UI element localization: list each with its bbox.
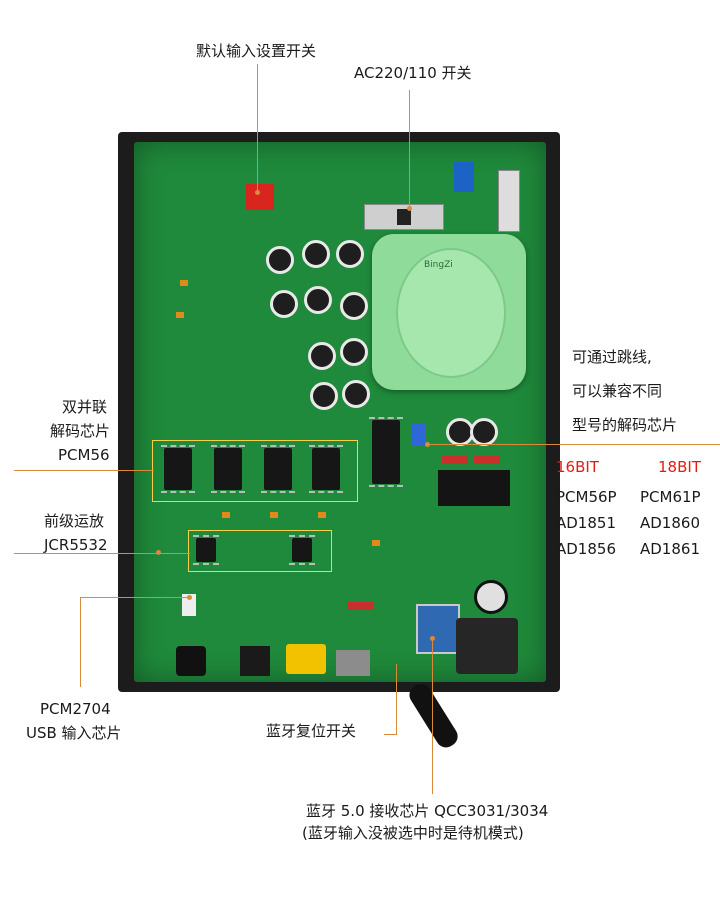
heatsink-regulators <box>438 470 510 506</box>
smd-pad <box>222 512 230 518</box>
dac-chip <box>211 445 245 493</box>
capacitor <box>470 418 498 446</box>
leader-dot <box>187 595 192 600</box>
leader-line-opamp <box>14 553 190 554</box>
capacitor <box>340 292 368 320</box>
opamp-highlight <box>188 530 332 572</box>
jumper-block <box>412 424 426 446</box>
smd-pad <box>176 312 184 318</box>
capacitor <box>270 290 298 318</box>
ac-voltage-switch <box>364 204 444 230</box>
opamp-chip <box>193 535 219 565</box>
chip-18bit-3: AD1861 <box>640 540 700 558</box>
capacitor <box>304 286 332 314</box>
leader-dot <box>255 190 260 195</box>
label-dual-parallel-2: 解码芯片 <box>50 422 111 440</box>
smd-pad <box>180 280 188 286</box>
blue-power-switch <box>454 162 474 192</box>
label-default-input-switch: 默认输入设置开关 <box>196 42 317 60</box>
chip-16bit-1: PCM56P <box>556 488 617 506</box>
label-dual-parallel-1: 双并联 <box>62 398 108 416</box>
label-ac-switch: AC220/110 开关 <box>354 64 472 82</box>
label-bt-note: (蓝牙输入没被选中时是待机模式) <box>302 824 524 842</box>
leader-dot <box>425 442 430 447</box>
transformer-core <box>396 248 506 378</box>
toroidal-transformer: BingZi <box>372 234 526 390</box>
leader-line-jumper <box>430 444 720 445</box>
bluetooth-module <box>416 604 460 654</box>
dac-chip <box>261 445 295 493</box>
capacitor <box>310 382 338 410</box>
capacitor <box>340 338 368 366</box>
label-preamp-opamp-2: JCR5532 <box>44 536 108 554</box>
output-jack <box>336 650 370 676</box>
chip-18bit-2: AD1860 <box>640 514 700 532</box>
chip-16bit-2: AD1851 <box>556 514 616 532</box>
label-dual-parallel-3: PCM56 <box>58 446 110 464</box>
leader-dot <box>156 550 161 555</box>
label-bt-reset: 蓝牙复位开关 <box>266 722 357 740</box>
dac-chip <box>161 445 195 493</box>
usb-port <box>176 646 206 676</box>
capacitor <box>308 342 336 370</box>
switch-knob <box>397 209 411 225</box>
leader-line-bt-reset <box>396 664 397 734</box>
chip-16bit-3: AD1856 <box>556 540 616 558</box>
leader-line-default-input <box>257 64 258 194</box>
capacitor <box>302 240 330 268</box>
capacitor <box>266 246 294 274</box>
dip-switch <box>246 184 274 210</box>
smd-pad <box>270 512 278 518</box>
leader-line-usb-vertical <box>80 597 81 687</box>
label-bt-receiver: 蓝牙 5.0 接收芯片 QCC3031/3034 <box>306 802 549 820</box>
smd-pad <box>372 540 380 546</box>
usb-connector <box>182 594 196 616</box>
leader-line-usb <box>80 597 190 598</box>
decoder-chip <box>369 417 403 487</box>
coaxial-jack <box>286 644 326 674</box>
fuse-holder <box>498 170 520 232</box>
leader-line-bt-receiver <box>432 640 433 794</box>
optical-port <box>240 646 270 676</box>
opamp-chip <box>289 535 315 565</box>
iec-power-socket <box>456 618 518 674</box>
label-jumper-note-2: 可以兼容不同 <box>572 382 663 400</box>
resistor <box>348 602 374 610</box>
leader-line-ac-switch <box>409 90 410 210</box>
label-usb-chip-2: USB 输入芯片 <box>26 724 122 742</box>
leader-line-dac-chips <box>14 470 154 471</box>
resistor <box>474 456 500 464</box>
leader-line-bt-reset-h <box>384 734 397 735</box>
leader-dot <box>430 636 435 641</box>
label-preamp-opamp-1: 前级运放 <box>44 512 105 530</box>
label-usb-chip-1: PCM2704 <box>40 700 111 718</box>
label-jumper-note-3: 型号的解码芯片 <box>572 416 678 434</box>
chip-18bit-1: PCM61P <box>640 488 701 506</box>
leader-dot <box>407 206 412 211</box>
ground-screw <box>474 580 508 614</box>
smd-pad <box>318 512 326 518</box>
capacitor <box>342 380 370 408</box>
resistor <box>442 456 468 464</box>
label-jumper-note-1: 可通过跳线, <box>572 348 652 366</box>
capacitor <box>336 240 364 268</box>
transformer-brand: BingZi <box>424 260 453 270</box>
dac-chip <box>309 445 343 493</box>
label-18bit: 18BIT <box>658 458 701 476</box>
dac-chips-highlight <box>152 440 358 502</box>
label-16bit: 16BIT <box>556 458 599 476</box>
